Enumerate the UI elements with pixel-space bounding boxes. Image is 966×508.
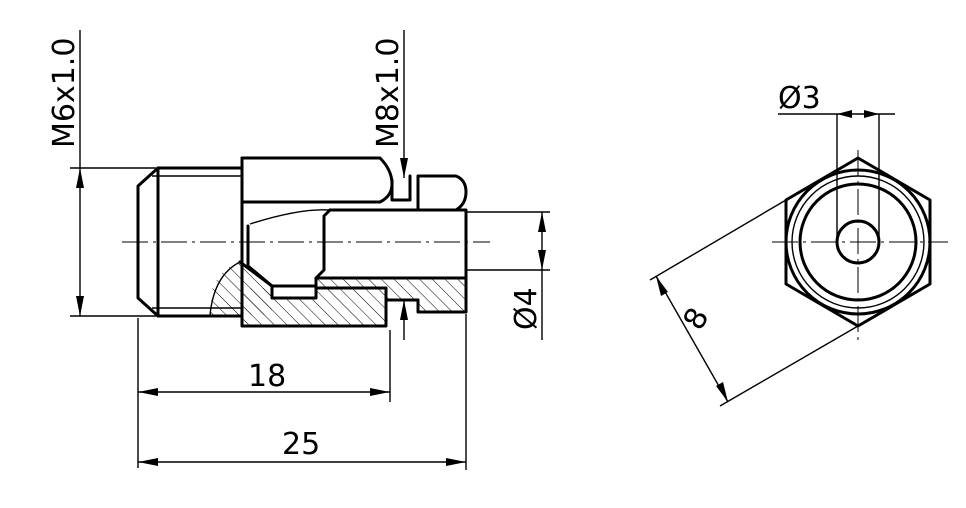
section-hatch-body [242,278,466,326]
label-thread-left: M6x1.0 [47,38,82,148]
label-bore-diameter: Ø4 [509,287,544,330]
dim-length-18: 18 [137,318,391,468]
label-length-total: 25 [282,427,320,462]
right-body-outline [328,208,468,314]
label-hole-diameter: Ø3 [778,81,821,116]
dim-bore-diameter: Ø4 [466,211,550,340]
dim-length-25: 25 [138,314,467,470]
inner-step [314,286,420,302]
label-length-partial: 18 [248,359,286,394]
left-thread-outline [136,166,244,318]
bore-break-curve [209,209,331,316]
label-thread-right: M8x1.0 [371,38,406,148]
end-view [772,150,948,340]
groove-outline [390,174,412,202]
right-head-outline [416,174,468,212]
left-section-step [238,260,318,288]
dim-hole-diameter: Ø3 [778,81,895,242]
dim-thread-right: M8x1.0 [371,30,408,340]
label-across-flats: 8 [677,302,717,336]
dim-thread-left: M6x1.0 [47,30,156,317]
side-view [122,156,490,328]
dim-across-flats: 8 [649,199,859,407]
bore-outline [246,208,468,300]
